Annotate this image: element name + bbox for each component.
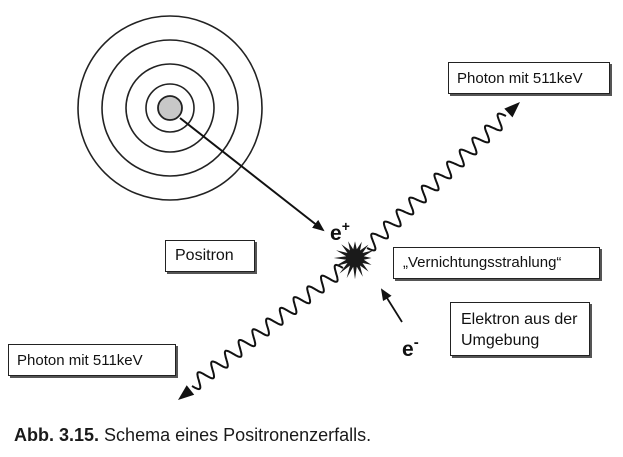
positron-symbol-base: e [330,222,342,245]
electron-label-line1: Elektron aus der [461,311,578,328]
photon-arrowhead-upper-right [504,102,520,118]
positron-path-arrow [179,117,325,232]
electron-label: Elektron aus der Umgebung [450,302,590,356]
atom [77,15,263,201]
figure-caption-text: Schema eines Positronenzerfalls. [104,425,372,445]
photon-label-top-text: Photon mit 511keV [457,70,583,87]
photon-arrowhead-lower-left [178,385,195,400]
positron-label-text: Positron [175,247,234,264]
third-shell-ring [101,39,239,177]
positron-symbol-sup: + [341,218,350,234]
figure-number: Abb. 3.15. [14,425,100,445]
positron-symbol: e+ [330,218,350,246]
photon-label-bottom-text: Photon mit 511keV [17,352,143,369]
electron-label-line2: Umgebung [461,332,540,349]
annihilation-burst-icon [333,241,374,280]
electron-path-arrow [380,288,403,323]
figure-caption: Abb. 3.15. Schema eines Positronenzerfal… [14,425,371,446]
positron-label: Positron [165,240,255,272]
annihilation-radiation-label: „Vernichtungsstrahlung“ [393,247,600,279]
nucleus [157,95,183,121]
electron-symbol: e- [402,334,419,362]
photon-wave-lower-left [191,263,344,391]
second-shell-ring [125,63,215,153]
annihilation-radiation-label-text: „Vernichtungsstrahlung“ [403,254,562,271]
positron-decay-diagram [77,15,520,400]
photon-wave-upper-right [366,112,507,252]
electron-symbol-sup: - [413,334,419,351]
photon-label-top: Photon mit 511keV [448,62,610,94]
inner-shell-ring [145,83,195,133]
electron-symbol-base: e [402,338,414,361]
outer-shell-ring [77,15,263,201]
photon-label-bottom: Photon mit 511keV [8,344,176,376]
